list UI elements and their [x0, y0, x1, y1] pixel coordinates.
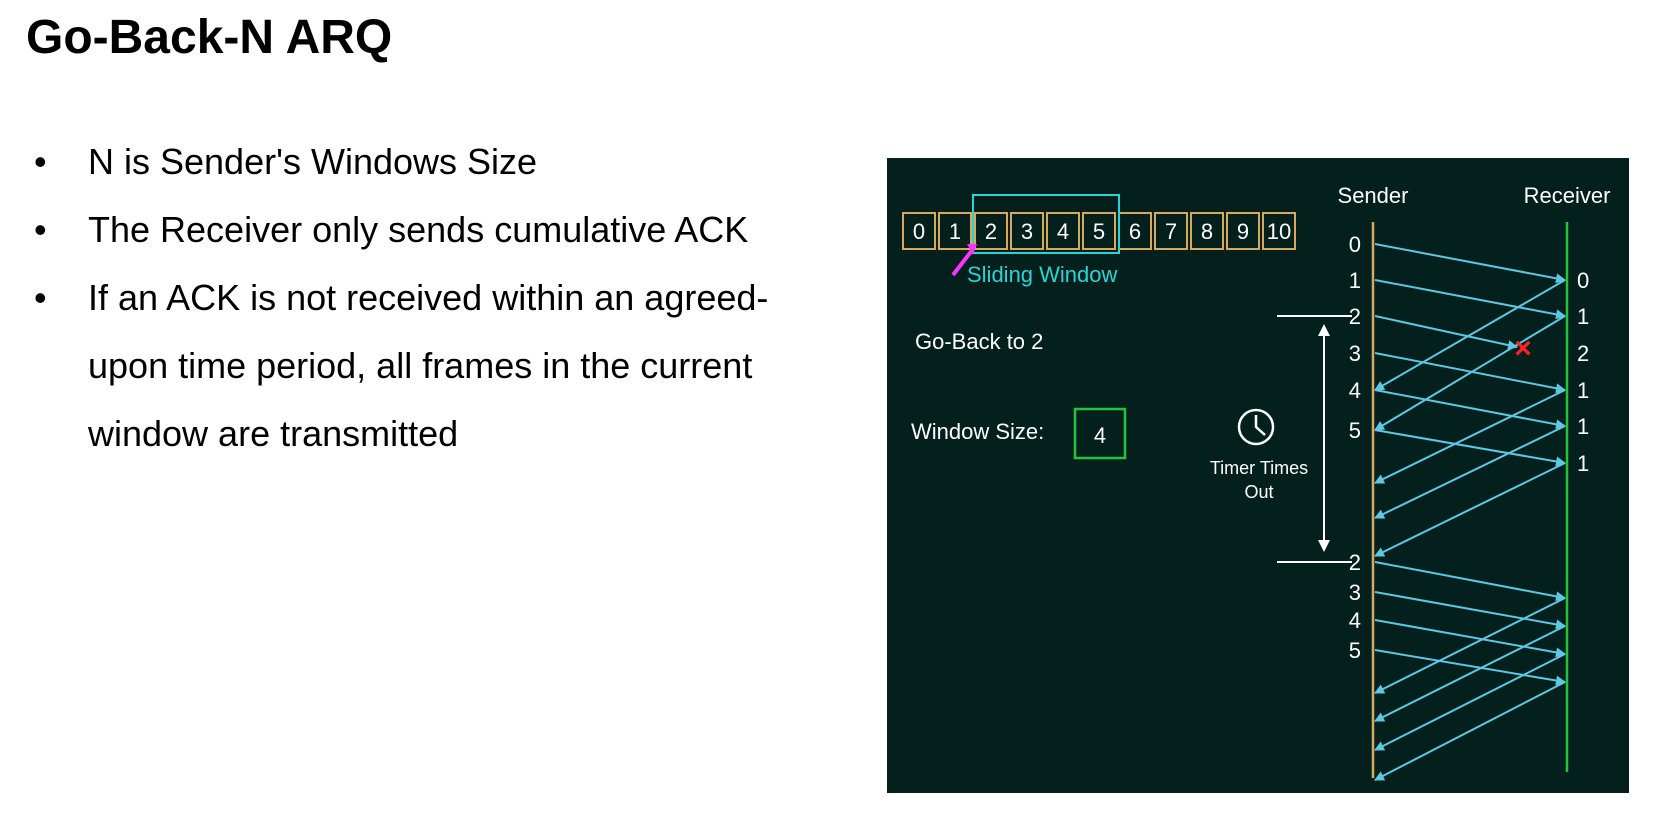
frame-number: 10: [1267, 219, 1291, 244]
frame-cell: [1082, 212, 1116, 250]
transmission-arrow: [1374, 425, 1566, 519]
clock-icon: [1237, 408, 1275, 446]
transmission-arrow: [1374, 389, 1566, 430]
sender-frame-mark: 1: [1349, 268, 1361, 293]
sliding-window-box: [972, 194, 1120, 254]
sender-frame-mark: 4: [1349, 608, 1361, 633]
receiver-ack-mark: 2: [1577, 341, 1589, 366]
bullet-dot: •: [34, 141, 47, 182]
frame-cell: [1010, 212, 1044, 250]
transmission-arrow: [1374, 653, 1566, 751]
transmission-arrow: [1374, 591, 1566, 630]
window-size-label: Window Size:: [911, 419, 1044, 444]
frame-cell: [938, 212, 972, 250]
transmission-arrow: [1374, 429, 1566, 467]
pointer-arrow-head: [967, 244, 977, 255]
frame-cell: [902, 212, 936, 250]
transmission-arrow: [1374, 625, 1566, 722]
frame-cell: [1226, 212, 1260, 250]
bullet-item: • N is Sender's Windows Size: [34, 128, 834, 196]
transmission-arrow: [1374, 243, 1566, 284]
pointer-arrow: [951, 247, 975, 277]
sender-label: Sender: [1338, 183, 1409, 208]
clock-icon-hands: [1254, 415, 1266, 436]
frame-cell: [1046, 212, 1080, 250]
timer-label-line1: Timer Times: [1210, 458, 1308, 478]
receiver-ack-mark: 1: [1577, 451, 1589, 476]
bullet-dot: •: [34, 209, 47, 250]
frame-cell: [974, 212, 1008, 250]
receiver-label: Receiver: [1524, 183, 1611, 208]
slide-title: Go-Back-N ARQ: [26, 11, 393, 64]
receiver-ack-marks: 0 1 2 1 1 1: [1577, 268, 1589, 476]
frame-number: 5: [1093, 219, 1105, 244]
bullet-item: • The Receiver only sends cumulative ACK: [34, 196, 834, 264]
frame-cell: [1154, 212, 1188, 250]
receiver-ack-mark: 1: [1577, 378, 1589, 403]
window-size-box: [1073, 407, 1127, 460]
receiver-ack-mark: 1: [1577, 304, 1589, 329]
sender-frame-mark: 2: [1349, 550, 1361, 575]
frame-number: 6: [1129, 219, 1141, 244]
transmission-arrows: [1374, 243, 1566, 781]
timer-label-line2: Out: [1244, 482, 1273, 502]
transmission-arrow: [1374, 389, 1566, 484]
frame-number: 2: [985, 219, 997, 244]
frame-number: 0: [913, 219, 925, 244]
receiver-ack-mark: 1: [1577, 414, 1589, 439]
frame-number: 1: [949, 219, 961, 244]
sender-frame-mark: 5: [1349, 638, 1361, 663]
transmission-arrow: [1374, 681, 1566, 781]
receiver-ack-mark: 0: [1577, 268, 1589, 293]
transmission-arrow: [1374, 352, 1566, 394]
go-back-label: Go-Back to 2: [915, 329, 1043, 354]
transmission-arrow: [1374, 279, 1566, 391]
transmission-arrow: [1374, 315, 1566, 431]
transmission-arrow: [1374, 619, 1566, 658]
frame-number: 8: [1201, 219, 1213, 244]
sliding-window-label: Sliding Window: [967, 262, 1118, 287]
bullet-list: • N is Sender's Windows Size • The Recei…: [34, 128, 834, 468]
frame-number: 9: [1237, 219, 1249, 244]
sender-frame-mark: 0: [1349, 232, 1361, 257]
bullet-text: If an ACK is not received within an agre…: [88, 277, 769, 454]
transmission-arrow: [1374, 561, 1566, 602]
sender-frame-mark: 5: [1349, 418, 1361, 443]
lost-frame-marker: ×: [1514, 332, 1532, 365]
frame-number: 7: [1165, 219, 1177, 244]
transmission-arrow: [1374, 279, 1566, 320]
sender-frame-mark: 3: [1349, 341, 1361, 366]
bullet-dot: •: [34, 277, 47, 318]
bullet-text: N is Sender's Windows Size: [88, 141, 538, 182]
transmission-arrow: [1374, 597, 1566, 694]
frame-number: 3: [1021, 219, 1033, 244]
bullet-text: The Receiver only sends cumulative ACK: [88, 209, 749, 250]
frame-cell: [1190, 212, 1224, 250]
sender-frame-mark: 4: [1349, 378, 1361, 403]
transmission-arrow: [1374, 649, 1566, 686]
transmission-arrow: [1374, 462, 1566, 557]
bullet-item: • If an ACK is not received within an ag…: [34, 264, 834, 468]
sender-frame-marks: 0 1 2 3 4 5 2 3 4 5: [1349, 232, 1361, 663]
sender-frame-mark: 3: [1349, 580, 1361, 605]
frame-number: 4: [1057, 219, 1069, 244]
transmission-arrow: [1374, 315, 1518, 350]
sender-frame-mark: 2: [1349, 304, 1361, 329]
frame-cell: [1262, 212, 1296, 250]
window-size-value: 4: [1094, 423, 1106, 448]
